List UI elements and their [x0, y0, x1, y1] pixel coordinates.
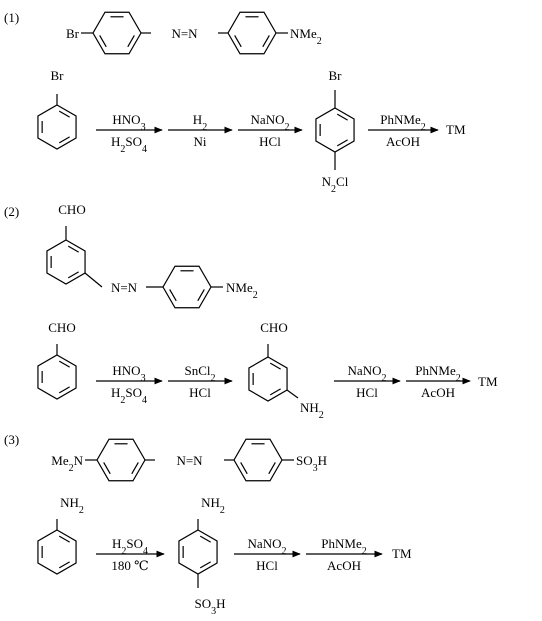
double-bond: [199, 535, 211, 543]
intermediate-ring: [248, 356, 288, 402]
target-ring-left: [92, 11, 142, 55]
double-bond: [234, 35, 242, 48]
arrow-1-1-reagent-bottom: H2SO4: [111, 134, 147, 155]
double-bond: [58, 535, 70, 543]
part-number: (3): [4, 432, 19, 447]
arrow-2-2-reagent-bottom: HCl: [189, 385, 211, 400]
arrow-1-1-reagent-top: HNO3: [112, 112, 145, 133]
double-bond: [67, 245, 79, 253]
target-top-group: CHO: [58, 202, 85, 217]
start-substituent: Br: [51, 68, 65, 83]
start-substituent: CHO: [48, 320, 75, 335]
double-bond: [240, 462, 248, 475]
product-label: TM: [478, 374, 498, 389]
target-left-group: Me2N: [51, 453, 83, 474]
target-ring-right: [227, 11, 277, 55]
intermediate-ring: [315, 107, 355, 153]
arrow-2-4-reagent-bottom: AcOH: [421, 385, 455, 400]
double-bond: [262, 35, 270, 48]
part-number: (2): [4, 204, 19, 219]
double-bond: [58, 360, 70, 368]
target-right-group: SO3H: [296, 453, 327, 474]
azo-label: N=N: [176, 453, 203, 468]
arrow-3-2-reagent-bottom: HCl: [256, 558, 278, 573]
double-bond: [336, 139, 348, 147]
target-right-group: NMe2: [290, 26, 322, 47]
arrow-2-1-reagent-bottom: H2SO4: [111, 385, 147, 406]
target-ring-right: [162, 265, 212, 309]
double-bond: [58, 561, 70, 569]
arrow-2-2-reagent-top: SnCl2: [184, 363, 215, 384]
double-bond: [58, 136, 70, 144]
target-right-group: NMe2: [226, 280, 258, 301]
intermediate-meta-group: NH2: [300, 400, 324, 421]
bond-layer: [37, 11, 471, 588]
arrow-1-3-reagent-bottom: HCl: [259, 134, 281, 149]
double-bond: [268, 462, 276, 475]
intermediate-bottom-group: N2Cl: [322, 174, 349, 195]
double-bond: [103, 462, 111, 475]
start-ring: [37, 104, 77, 150]
start-substituent: NH2: [60, 495, 84, 516]
arrow-1-4-reagent-top: PhNMe2: [380, 112, 425, 133]
arrow-3-3-reagent-top: PhNMe2: [321, 536, 366, 557]
arrow-2-4-reagent-top: PhNMe2: [415, 363, 460, 384]
start-ring: [37, 529, 77, 575]
double-bond: [99, 35, 107, 48]
double-bond: [269, 388, 281, 396]
intermediate-top-group: NH2: [201, 495, 225, 516]
arrow-2-1-reagent-top: HNO3: [112, 363, 145, 384]
arrow-1-3-reagent-top: NaNO2: [251, 112, 290, 133]
start-ring: [37, 354, 77, 400]
target-ring-right: [233, 438, 283, 482]
arrow-2-3-reagent-top: NaNO2: [348, 363, 387, 384]
arrow-3-1-reagent-top: H2SO4: [112, 536, 148, 557]
substituent-bond: [286, 389, 299, 399]
double-bond: [199, 561, 211, 569]
target-ring-left: [96, 438, 146, 482]
arrow-1-2-reagent-top: H2: [193, 112, 207, 133]
product-label: TM: [392, 546, 412, 561]
arrow-2-3-reagent-bottom: HCl: [356, 385, 378, 400]
double-bond: [197, 289, 205, 302]
double-bond: [131, 462, 139, 475]
double-bond: [169, 289, 177, 302]
arrow-3-3-reagent-bottom: AcOH: [327, 558, 361, 573]
azo-label: N=N: [111, 280, 138, 295]
target-left-group: Br: [66, 26, 80, 41]
arrow-1-2-reagent-bottom: Ni: [194, 134, 207, 149]
target-ring-left: [46, 239, 86, 285]
double-bond: [67, 271, 79, 279]
arrow-1-4-reagent-bottom: AcOH: [386, 134, 420, 149]
double-bond: [58, 110, 70, 118]
azo-bond: [84, 272, 103, 288]
azo-label: N=N: [171, 26, 198, 41]
arrow-3-1-reagent-bottom: 180 ℃: [111, 558, 148, 573]
intermediate-bottom-group: SO3H: [194, 596, 225, 617]
intermediate-ring: [178, 529, 218, 575]
double-bond: [58, 386, 70, 394]
intermediate-top-group: Br: [329, 68, 343, 83]
double-bond: [269, 362, 281, 370]
intermediate-top-group: CHO: [260, 320, 287, 335]
part-number: (1): [4, 10, 19, 25]
double-bond: [336, 113, 348, 121]
arrow-3-2-reagent-top: NaNO2: [248, 536, 287, 557]
double-bond: [127, 35, 135, 48]
product-label: TM: [446, 122, 466, 137]
